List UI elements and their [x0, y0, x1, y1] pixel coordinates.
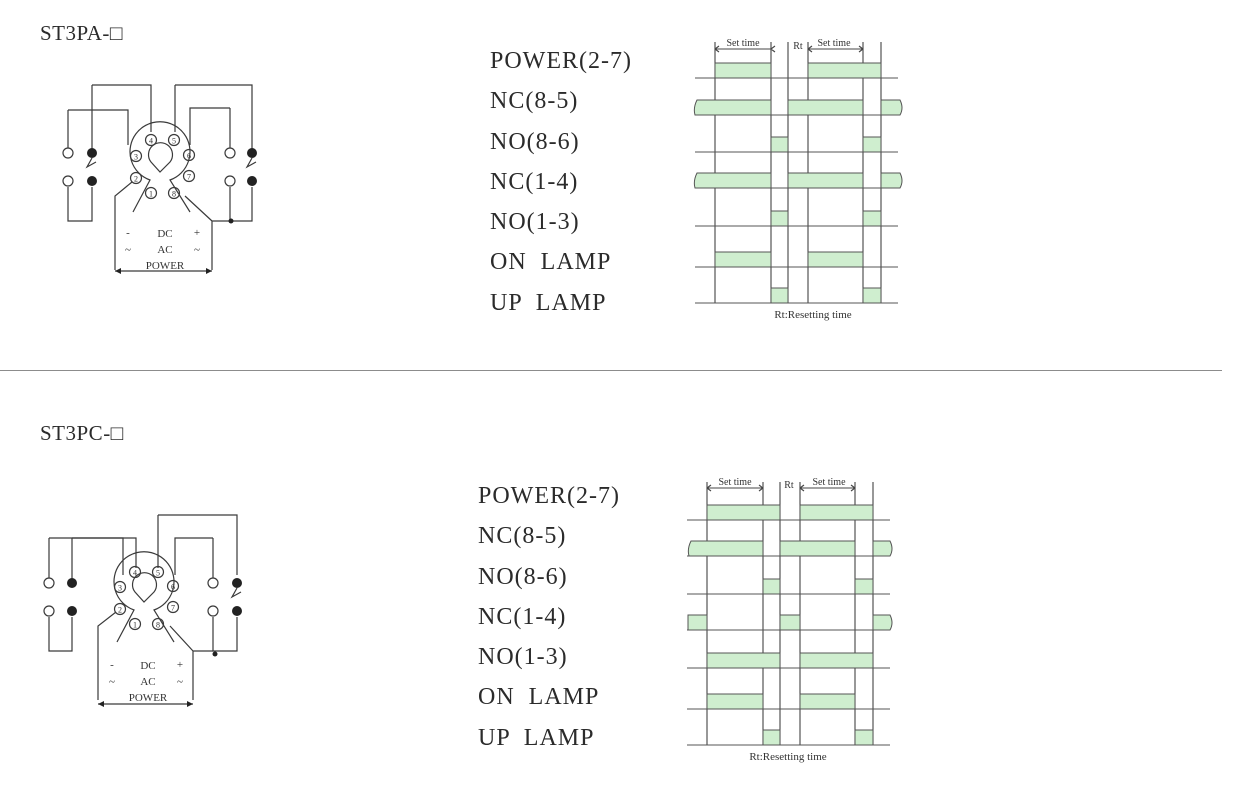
signal-nc-1-4: NC(1-4) [478, 603, 567, 630]
pin-3-label: 3 [134, 153, 138, 162]
timing-footnote: Rt:Resetting time [774, 309, 851, 321]
ac-right-label: ~ [194, 244, 200, 256]
pin-7-label: 7 [171, 604, 175, 613]
signal-no-8-6: NO(8-6) [478, 563, 568, 590]
dc-label: DC [140, 660, 155, 672]
signal-on-lamp: ON LAMP [478, 684, 600, 711]
pin-5-label: 5 [156, 569, 160, 578]
ac-label: AC [157, 244, 172, 256]
pin-5-label: 5 [172, 137, 176, 146]
signal-up-lamp: UP LAMP [478, 724, 595, 751]
dc-plus-label: + [177, 659, 183, 671]
pin-4-label: 4 [149, 137, 153, 146]
dc-plus-label: + [194, 227, 200, 239]
dc-label: DC [157, 228, 172, 240]
wiring-diagram-st3pc: 4 5 3 6 2 7 1 8 - DC + ~ AC ~ POWER [43, 514, 242, 707]
wiring-diagram-st3pa: 4 5 3 6 2 7 1 8 - DC + ~ AC ~ POWER [62, 84, 257, 274]
set-time-label-1: Set time [718, 477, 752, 488]
signal-labels-st3pa: POWER(2-7) NC(8-5) NO(8-6) NC(1-4) NO(1-… [490, 41, 632, 323]
reset-time-label: Rt [793, 41, 803, 52]
signal-power: POWER(2-7) [478, 483, 620, 509]
relay-pins: 4 5 3 6 2 7 1 8 [113, 565, 180, 631]
signal-no-1-3: NO(1-3) [490, 209, 580, 236]
timing-chart-st3pc: Set time Rt Set time Rt:Resetting time [687, 477, 893, 763]
signal-on-lamp: ON LAMP [490, 249, 612, 276]
set-time-label-2: Set time [817, 38, 851, 49]
ac-right-label: ~ [177, 676, 183, 688]
signal-nc-8-5: NC(8-5) [478, 523, 567, 550]
signal-power: POWER(2-7) [490, 48, 632, 74]
pin-8-label: 8 [172, 190, 176, 199]
set-time-label-2: Set time [812, 477, 846, 488]
pin-3-label: 3 [118, 584, 122, 593]
timing-chart-st3pa: Set time Rt Set time Rt:Resetting time [693, 38, 903, 321]
pin-1-label: 1 [149, 190, 153, 199]
pin-6-label: 6 [171, 583, 175, 592]
timing-footnote: Rt:Resetting time [749, 751, 826, 763]
ac-label: AC [140, 676, 155, 688]
pin-6-label: 6 [187, 152, 191, 161]
signal-labels-st3pc: POWER(2-7) NC(8-5) NO(8-6) NC(1-4) NO(1-… [478, 476, 620, 758]
dc-minus-label: - [126, 227, 130, 239]
signal-nc-1-4: NC(1-4) [490, 168, 579, 195]
signal-up-lamp: UP LAMP [490, 289, 607, 316]
pin-1-label: 1 [133, 621, 137, 630]
signal-no-8-6: NO(8-6) [490, 128, 580, 155]
signal-nc-8-5: NC(8-5) [490, 88, 579, 115]
model-title-st3pa: ST3PA-□ [40, 21, 124, 45]
relay-pins: 4 5 3 6 2 7 1 8 [129, 133, 196, 200]
ac-left-label: ~ [125, 244, 131, 256]
reset-time-label: Rt [784, 480, 794, 491]
pin-4-label: 4 [133, 569, 137, 578]
power-label: POWER [129, 692, 168, 704]
power-label: POWER [146, 260, 185, 272]
set-time-label-1: Set time [726, 38, 760, 49]
pin-2-label: 2 [118, 606, 122, 615]
dc-minus-label: - [110, 659, 114, 671]
signal-no-1-3: NO(1-3) [478, 644, 568, 671]
pin-8-label: 8 [156, 621, 160, 630]
model-title-st3pc: ST3PC-□ [40, 421, 124, 445]
ac-left-label: ~ [109, 676, 115, 688]
section-divider [0, 370, 1222, 371]
pin-2-label: 2 [134, 175, 138, 184]
pin-7-label: 7 [187, 173, 191, 182]
